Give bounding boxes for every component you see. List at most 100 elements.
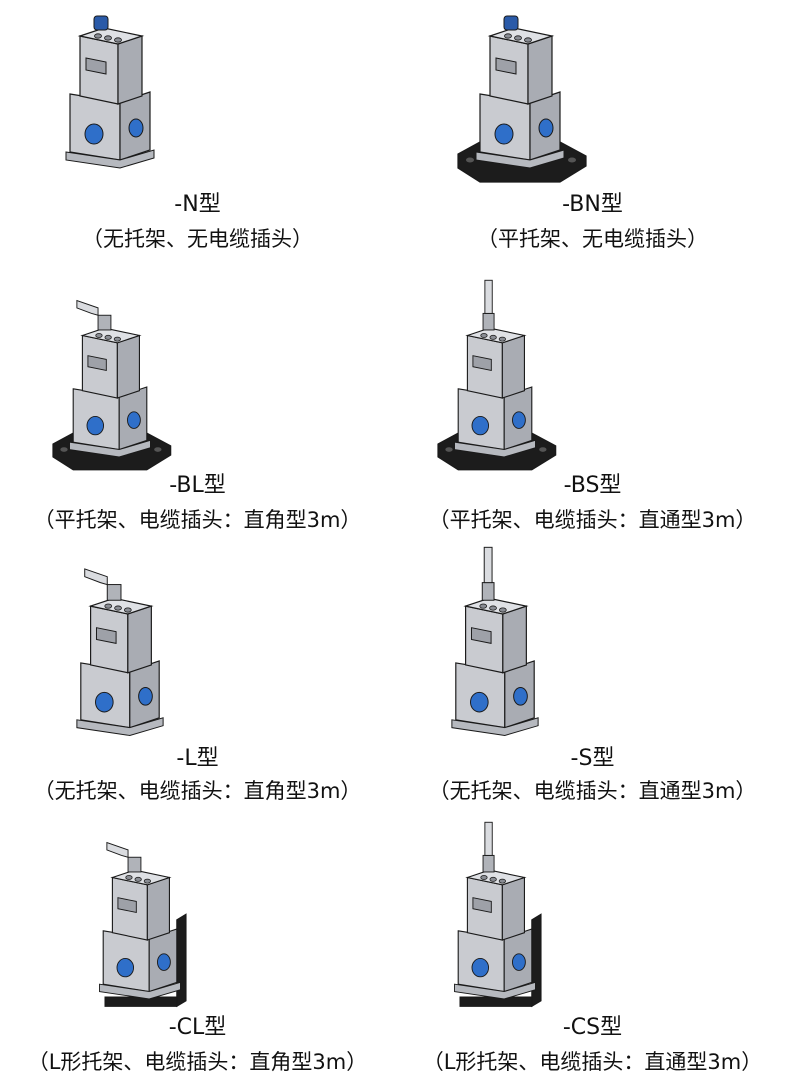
straight-connector-icon <box>481 582 495 601</box>
l-bracket-base <box>104 996 178 1007</box>
cable-icon <box>484 279 493 314</box>
valve-drawing <box>454 821 542 1008</box>
screw-icon <box>104 603 113 609</box>
model-card-n: -N型 （无托架、无电缆插头） <box>0 0 395 271</box>
front-port-icon <box>494 123 514 145</box>
right-angle-connector-icon <box>127 856 142 873</box>
model-description: （平托架、无电缆插头） <box>477 227 708 251</box>
label-plate <box>472 355 492 372</box>
model-name: -BL型 <box>169 473 226 498</box>
connector-cap-icon <box>93 15 109 31</box>
valve-drawing <box>65 15 155 169</box>
model-image <box>395 271 790 471</box>
screw-icon <box>479 603 488 609</box>
model-name: -S型 <box>570 746 615 771</box>
model-name: -N型 <box>174 192 221 217</box>
cable-icon <box>484 821 493 856</box>
base-plate <box>69 439 151 458</box>
model-description: （平托架、电缆插头：直通型3m） <box>428 508 757 532</box>
side-port-icon <box>538 118 554 138</box>
screw-icon <box>498 878 506 884</box>
screw-icon <box>489 876 497 882</box>
upper-body-top <box>110 869 172 886</box>
upper-body-side <box>116 334 140 399</box>
model-card-l: -L型（无托架、电缆插头：直角型3m） <box>0 542 395 813</box>
front-port-icon <box>84 123 104 145</box>
front-port-icon <box>471 415 490 436</box>
screw-icon <box>104 35 112 41</box>
model-name: -L型 <box>176 746 219 771</box>
valve-drawing <box>451 546 539 736</box>
label-plate <box>85 57 107 75</box>
upper-body-top <box>88 597 154 615</box>
screw-icon <box>114 37 122 43</box>
side-port-icon <box>127 411 141 429</box>
model-image <box>0 0 395 192</box>
upper-body-side <box>146 876 170 941</box>
model-description: （无托架、无电缆插头） <box>82 227 313 251</box>
upper-body-side <box>127 605 152 674</box>
side-port-icon <box>512 411 526 429</box>
bracket-hole <box>568 157 576 163</box>
upper-body-top <box>487 27 555 45</box>
side-port-icon <box>128 118 144 138</box>
bracket-hole <box>60 447 68 452</box>
front-port-icon <box>86 415 105 436</box>
screw-icon <box>104 334 112 340</box>
model-card-bl: -BL型 （平托架、电缆插头：直角型3m） <box>0 271 395 542</box>
model-card-bn: -BN型 （平托架、无电缆插头） <box>395 0 790 271</box>
model-card-bs: -BS型 （平托架、电缆插头：直通型3m） <box>395 271 790 542</box>
model-card-cl: -CL型（L形托架、电缆插头：直角型3m） <box>0 813 395 1084</box>
screw-icon <box>114 605 122 611</box>
valve-illustration <box>454 821 542 1008</box>
model-name: -BS型 <box>563 473 622 498</box>
valve-illustration <box>76 568 164 736</box>
connector-cap-icon <box>503 15 519 31</box>
valve-drawing <box>99 841 187 1008</box>
straight-connector-icon <box>482 854 495 873</box>
label-plate <box>472 897 492 914</box>
base-plate <box>76 717 164 736</box>
bracket-hole <box>154 447 162 452</box>
side-port-icon <box>513 686 528 706</box>
screw-icon <box>124 607 132 613</box>
l-bracket-upright <box>176 913 187 1008</box>
front-port-icon <box>470 691 489 713</box>
screw-icon <box>504 33 512 39</box>
model-description: （L形托架、电缆插头：直角型3m） <box>27 1050 368 1074</box>
upper-body-top <box>80 327 142 344</box>
screw-icon <box>489 334 497 340</box>
valve-drawing <box>76 568 164 736</box>
model-name: -BN型 <box>562 192 623 217</box>
model-description: （平托架、电缆插头：直角型3m） <box>33 508 362 532</box>
screw-icon <box>125 875 133 880</box>
bracket-hole <box>466 157 474 163</box>
label-plate <box>87 355 107 372</box>
valve-illustration <box>437 279 557 471</box>
base-plate <box>454 981 536 1000</box>
l-bracket-upright <box>531 913 542 1008</box>
screw-icon <box>489 605 497 611</box>
upper-body-side <box>527 35 553 105</box>
label-plate <box>95 627 117 644</box>
side-port-icon <box>512 953 526 971</box>
upper-body-top <box>465 327 527 344</box>
bracket-hole <box>539 447 547 452</box>
side-port-icon <box>138 686 153 706</box>
valve-illustration <box>65 15 155 169</box>
bracket-hole <box>445 447 453 452</box>
l-bracket-base <box>459 996 533 1007</box>
upper-body-top <box>463 597 529 615</box>
cable-icon <box>483 546 493 584</box>
valve-drawing <box>457 15 587 183</box>
label-plate <box>117 897 137 914</box>
screw-icon <box>499 607 507 613</box>
model-description: （L形托架、电缆插头：直通型3m） <box>422 1050 763 1074</box>
screw-icon <box>514 35 522 41</box>
model-image <box>395 542 790 736</box>
base-plate <box>451 717 539 736</box>
model-image <box>395 813 790 1008</box>
model-description: （无托架、电缆插头：直通型3m） <box>428 779 757 803</box>
model-image <box>0 271 395 471</box>
base-plate <box>99 981 181 1000</box>
